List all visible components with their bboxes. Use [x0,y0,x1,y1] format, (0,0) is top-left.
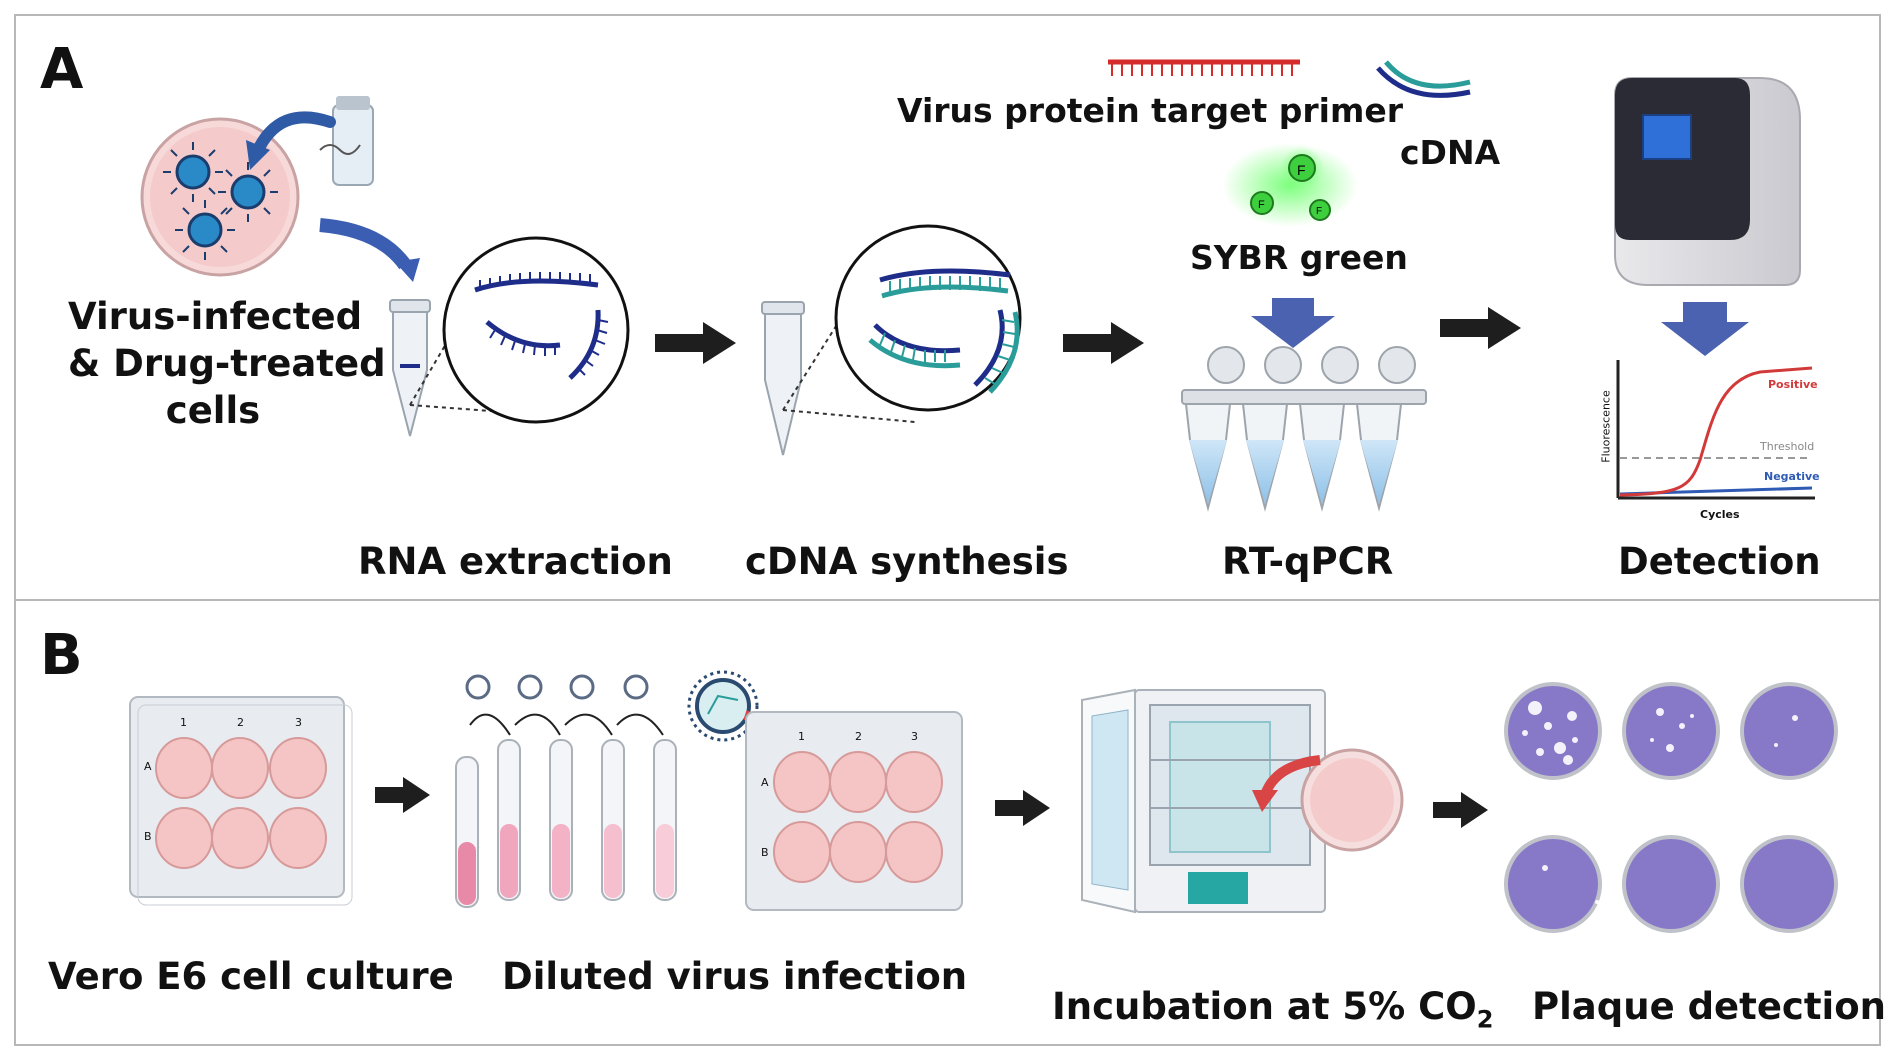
cell-culture-label: Vero E6 cell culture [48,955,454,998]
process-arrows-a [655,307,1521,364]
infected-plate [745,711,963,911]
plate1-col-2: 2 [237,716,244,729]
primer-icon [1108,59,1300,76]
sybr-green-label: SYBR green [1190,238,1408,277]
rt-qpcr-label: RT-qPCR [1222,540,1394,583]
to-extraction-arrow [319,218,411,270]
plate1-col-1: 1 [180,716,187,729]
rna-strands [474,278,601,380]
plate2-col-2: 2 [855,730,862,743]
cycles-axis-label: Cycles [1700,508,1740,521]
cdna-reagent-label: cDNA [1400,133,1501,172]
virus-infection-label: Diluted virus infection [502,955,968,998]
plaque-dishes [1504,682,1838,933]
plate2-row-a: A [761,776,769,789]
rna-extraction-tube [389,299,431,437]
drug-add-arrow [252,111,336,156]
incubation-label: Incubation at 5% CO2 [1052,985,1493,1034]
panel-b-letter: B [40,623,83,688]
incubation-label-text: Incubation at 5% CO [1052,985,1477,1028]
process-arrows-b [375,777,1488,828]
cells-label-line-2: & Drug-treated [68,342,386,385]
incubated-dish [1300,748,1404,852]
drug-vial-icon [319,96,374,186]
qpcr-machine-icon [1614,77,1801,286]
dilution-tubes [455,674,677,908]
panel-b [14,599,1881,1046]
cdna-synthesis-label: cDNA synthesis [745,540,1069,583]
fluor-mark-2: F [1258,199,1265,211]
plate2-col-3: 3 [911,730,918,743]
plate2-col-1: 1 [798,730,805,743]
sybr-down-arrow [1251,298,1335,348]
panel-a-letter: A [40,37,84,102]
pcr-strip-tubes [1181,346,1427,512]
place-arrow [1260,755,1321,797]
positive-curve [1619,366,1813,497]
infected-cell-dish [140,117,300,277]
culture-plate [129,696,353,906]
positive-label: Positive [1768,378,1818,391]
cells-label-line-3: cells [165,389,261,432]
fluor-mark-1: F [1297,162,1306,178]
fluorescence-axis-label: Fluorescence [1599,390,1613,463]
plate2-row-b: B [761,846,769,859]
plaque-detection-label: Plaque detection [1532,985,1886,1028]
plate1-row-a: A [144,760,152,773]
cdna-reagent-icon [1376,60,1471,98]
negative-label: Negative [1764,470,1820,483]
cells-label-line-1: Virus-infected [68,295,363,338]
threshold-label: Threshold [1760,440,1815,453]
primer-label: Virus protein target primer [897,91,1404,130]
cdna-strands [868,268,1020,394]
virus-particle-icon [687,670,759,742]
cdna-synthesis-tube [761,301,805,456]
detection-label: Detection [1618,540,1821,583]
incubation-label-subscript: 2 [1476,1005,1494,1034]
sybr-green-icon: F F F [1222,143,1358,227]
amplification-plot [1616,360,1815,500]
plate1-col-3: 3 [295,716,302,729]
plate1-row-b: B [144,830,152,843]
rna-extraction-label: RNA extraction [358,540,673,583]
fluor-mark-3: F [1316,206,1322,217]
machine-down-arrow [1661,302,1749,356]
